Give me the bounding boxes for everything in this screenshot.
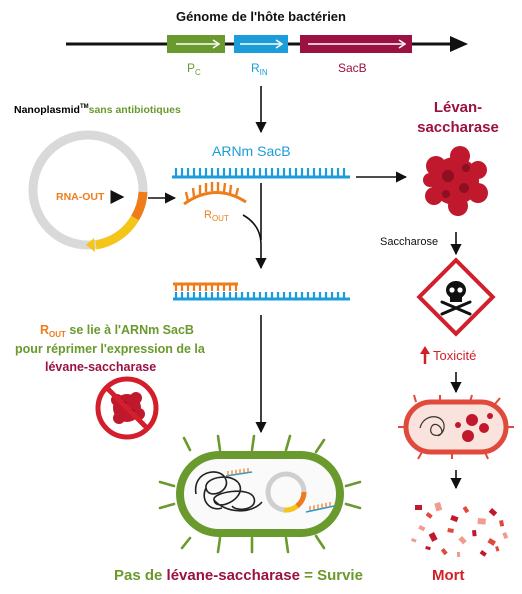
rin-label-main: R	[251, 61, 260, 75]
pc-label-main: P	[187, 61, 196, 75]
healthy-bacterium	[158, 434, 362, 554]
repression-line1-rest: se lie à l'ARNm SacB	[65, 323, 194, 337]
cell-mrna-top	[225, 468, 253, 477]
repression-line3: lévane-saccharase	[45, 360, 157, 374]
saccharose-label: Saccharose	[380, 236, 439, 248]
repression-rout-main: R	[40, 323, 50, 337]
levan-title-line1: Lévan-	[433, 99, 483, 116]
paired-duplex	[173, 282, 350, 301]
bottom-survie: Survie	[317, 567, 363, 584]
repression-line1: ROUT se lie à l'ARNm SacB	[40, 324, 194, 339]
nanoplasmid-tm: TM	[79, 104, 89, 110]
pc-label-sub: C	[195, 68, 201, 77]
no-levansucrase-icon	[95, 376, 159, 440]
rout-rna	[183, 182, 247, 206]
nanoplasmid-ring	[28, 130, 148, 252]
sacb-label: SacB	[338, 61, 367, 75]
mort-label: Mort	[432, 567, 465, 584]
pc-label: PC	[187, 62, 201, 77]
bottom-equals: =	[299, 567, 318, 584]
sacb-gene-box	[300, 35, 412, 53]
mrna-sacb-label: ARNm SacB	[212, 143, 291, 159]
rin-label: RIN	[251, 62, 268, 77]
repression-line2: pour réprimer l'expression de la	[15, 342, 205, 356]
rin-gene-box	[234, 35, 288, 53]
rna-out-label: RNA-OUT	[56, 191, 105, 203]
genome-title: Génome de l'hôte bactérien	[176, 9, 346, 24]
rout-label-main: R	[204, 209, 212, 221]
bottom-caption: Pas de lévane-saccharase = Survie	[114, 568, 363, 583]
levan-title-line2: saccharase	[417, 119, 499, 136]
repression-rout: ROUT	[40, 323, 66, 339]
toxicity-skull-icon	[416, 257, 496, 337]
arrow-rout-curve	[242, 214, 267, 270]
pc-gene-box	[167, 35, 225, 53]
cell-mrna-bottom	[305, 502, 335, 513]
rout-label: ROUT	[204, 210, 229, 223]
bottom-enzyme: lévane-saccharase	[166, 567, 300, 584]
increase-arrow-icon	[420, 346, 430, 364]
toxicity-label: Toxicité	[433, 348, 477, 363]
cell-debris	[410, 501, 509, 558]
rout-label-sub: OUT	[211, 214, 229, 223]
levansucrase-blob	[423, 146, 488, 216]
bottom-prefix: Pas de	[114, 567, 167, 584]
repression-rout-sub: OUT	[49, 330, 66, 339]
mrna-sacb	[172, 168, 350, 179]
nanoplasmid-name: Nanoplasmid	[14, 104, 80, 116]
rin-label-sub: IN	[259, 68, 268, 77]
nanoplasmid-suffix: sans antibiotiques	[88, 104, 181, 116]
dying-bacterium	[398, 394, 514, 460]
nanoplasmid-label: NanoplasmidTMsans antibiotiques	[14, 104, 181, 116]
